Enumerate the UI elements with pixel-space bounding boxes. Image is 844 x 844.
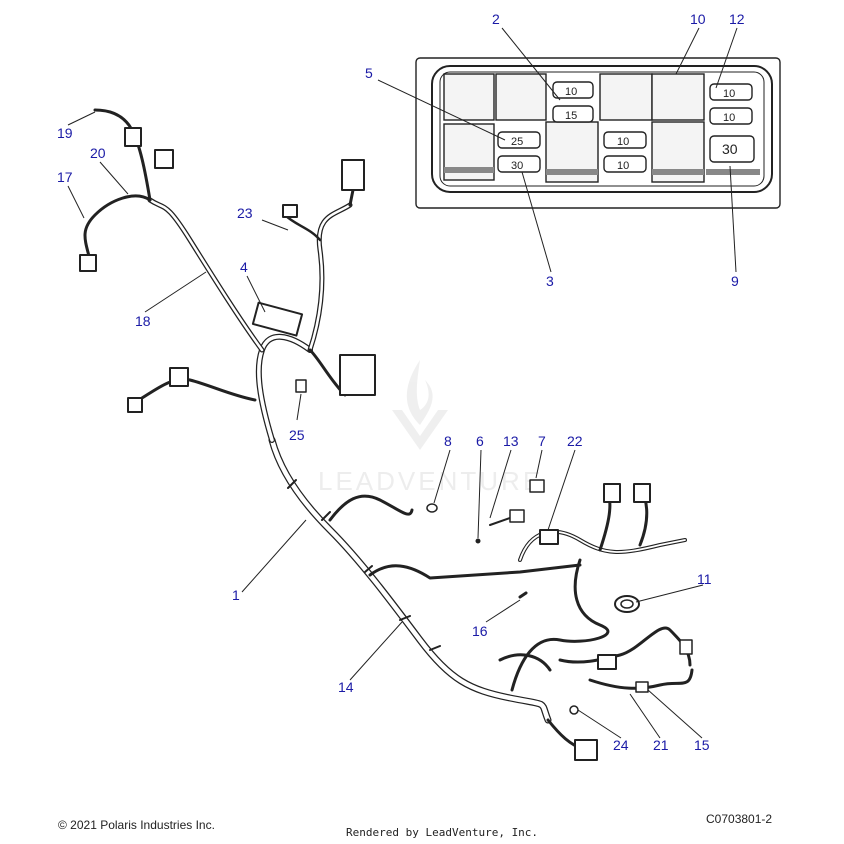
- fuse: 10: [709, 83, 753, 101]
- drawing-code: C0703801-2: [706, 812, 773, 826]
- svg-text:30: 30: [511, 160, 523, 172]
- fuse: 25: [497, 131, 541, 149]
- fuse: 30: [497, 155, 541, 173]
- fuse: 10: [603, 155, 647, 173]
- grommet: [614, 595, 640, 613]
- watermark-text: LEADVENTURE: [318, 466, 543, 496]
- svg-text:10: 10: [565, 86, 577, 98]
- callout-25: 25: [289, 427, 305, 443]
- svg-text:10: 10: [617, 160, 629, 172]
- callout-4: 4: [240, 259, 248, 275]
- leadventure-watermark: LEADVENTURE: [318, 360, 543, 496]
- fuse: 10: [709, 107, 753, 125]
- fuse: 10: [552, 81, 594, 99]
- callout-15: 15: [694, 737, 710, 753]
- callout-13: 13: [503, 433, 519, 449]
- callout-20: 20: [90, 145, 106, 161]
- callout-10: 10: [690, 11, 706, 27]
- callout-16: 16: [472, 623, 488, 639]
- callout-24: 24: [613, 737, 629, 753]
- rendered-by-text: Rendered by LeadVenture, Inc.: [346, 826, 539, 839]
- fuse-box-outer: [415, 57, 781, 209]
- callout-8: 8: [444, 433, 452, 449]
- callout-11: 11: [697, 571, 712, 587]
- svg-text:10: 10: [617, 136, 629, 148]
- callout-19: 19: [57, 125, 73, 141]
- fuse-box-inner: [431, 65, 773, 193]
- callout-17: 17: [57, 169, 73, 185]
- fuse-box: 10 15 25 30 10 10 10 10: [415, 57, 781, 209]
- callout-18: 18: [135, 313, 151, 329]
- callout-1: 1: [232, 587, 240, 603]
- callout-22: 22: [567, 433, 583, 449]
- flame-logo-icon: [406, 360, 433, 425]
- copyright-text: © 2021 Polaris Industries Inc.: [58, 818, 215, 832]
- callout-21: 21: [653, 737, 669, 753]
- svg-text:25: 25: [511, 136, 523, 148]
- fuse: 30: [709, 135, 755, 163]
- svg-text:10: 10: [723, 112, 735, 124]
- svg-text:10: 10: [723, 88, 735, 100]
- fuse: 15: [552, 105, 594, 123]
- callout-23: 23: [237, 205, 253, 221]
- svg-text:15: 15: [565, 110, 577, 122]
- svg-text:30: 30: [722, 141, 738, 157]
- wiring-harness: [79, 108, 694, 761]
- callout-labels: 1 2 3 4 5 6 7 8 9 10 11 12 13 14 15 16 1…: [57, 11, 745, 753]
- fuse: 10: [603, 131, 647, 149]
- leader-lines: [67, 27, 738, 739]
- callout-5: 5: [365, 65, 373, 81]
- callout-9: 9: [731, 273, 739, 289]
- callout-12: 12: [729, 11, 745, 27]
- callout-14: 14: [338, 679, 354, 695]
- v-logo-icon: [392, 410, 448, 450]
- callout-7: 7: [538, 433, 546, 449]
- callout-6: 6: [476, 433, 484, 449]
- callout-3: 3: [546, 273, 554, 289]
- callout-2: 2: [492, 11, 500, 27]
